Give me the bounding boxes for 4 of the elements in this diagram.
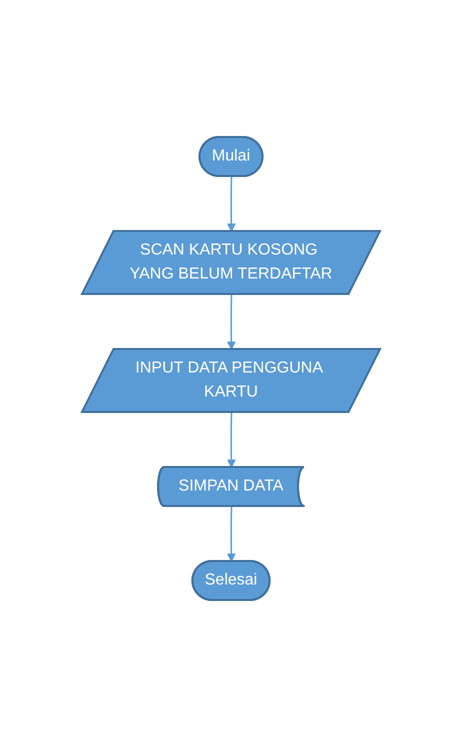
arrow [226, 506, 236, 562]
arrow [226, 412, 236, 468]
arrow [226, 176, 236, 232]
arrow [226, 294, 236, 350]
